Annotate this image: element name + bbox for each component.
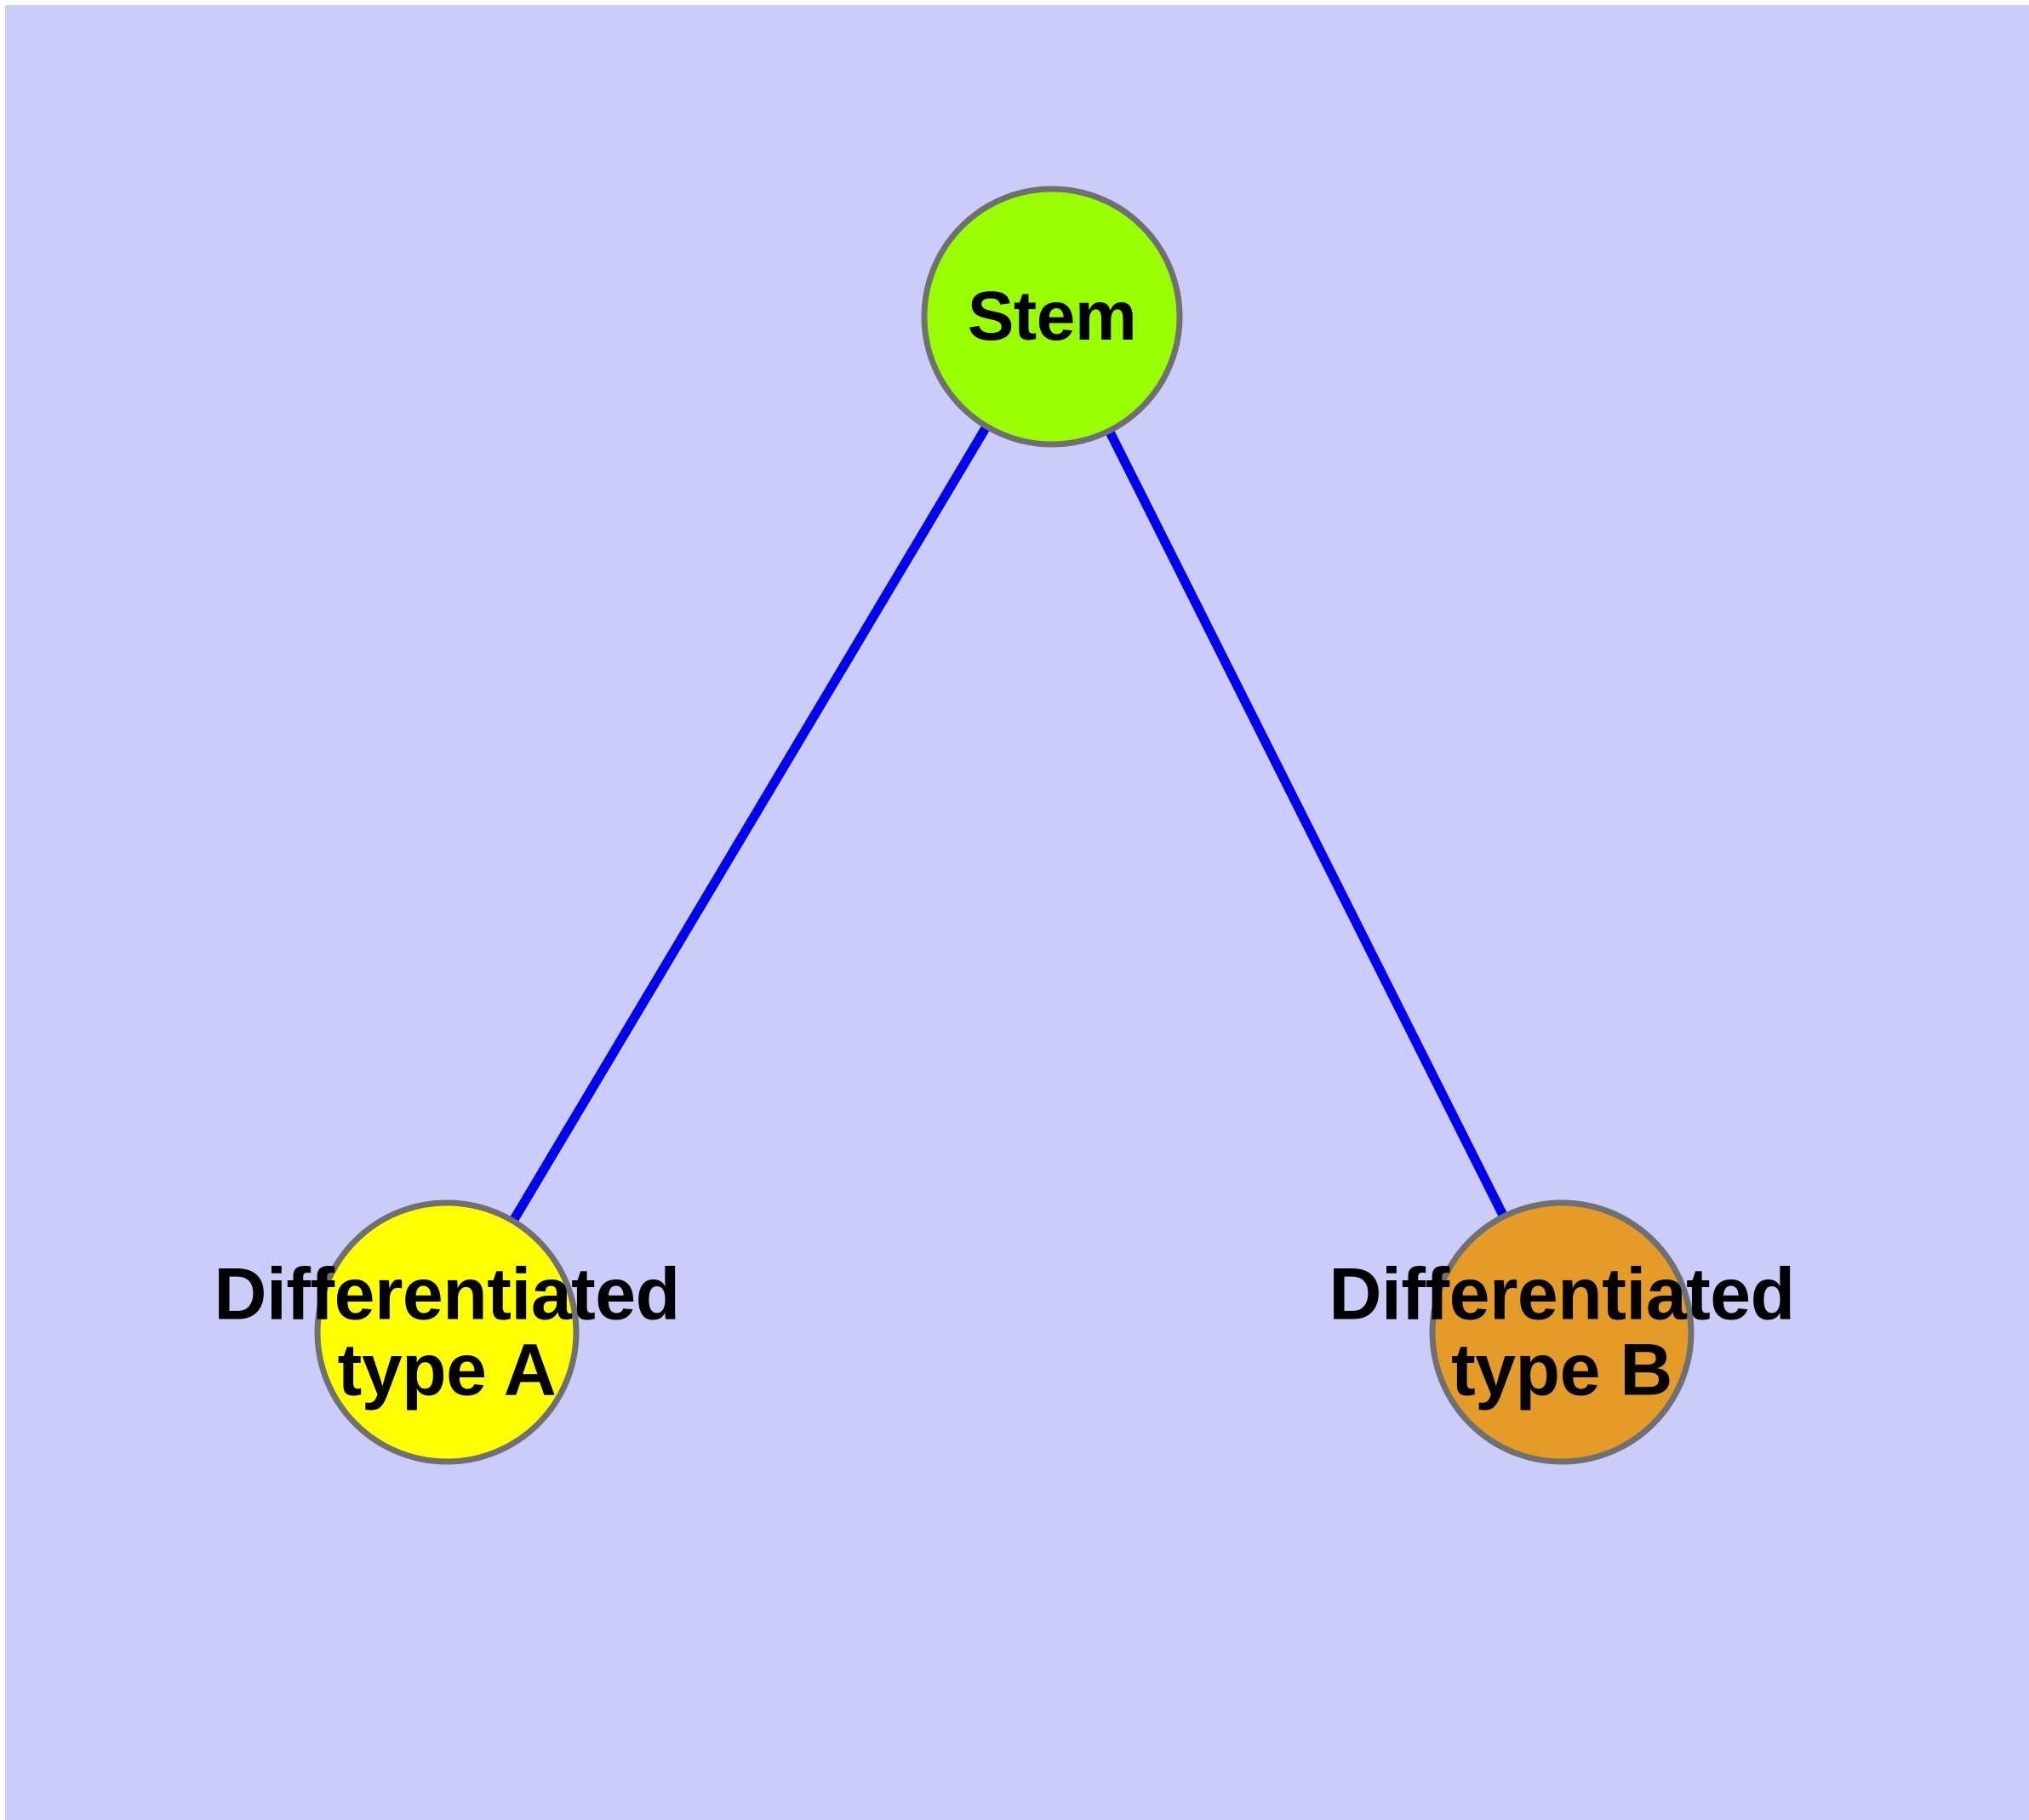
node-circle-diff_a[interactable] (314, 1199, 580, 1465)
edges-group (510, 425, 1507, 1222)
edge-stem-to-b (1106, 430, 1507, 1217)
edge-stem-to-a (510, 425, 990, 1222)
node-circle-diff_b[interactable] (1429, 1199, 1695, 1465)
nodes-group (314, 186, 1695, 1465)
node-circle-stem[interactable] (921, 186, 1183, 448)
